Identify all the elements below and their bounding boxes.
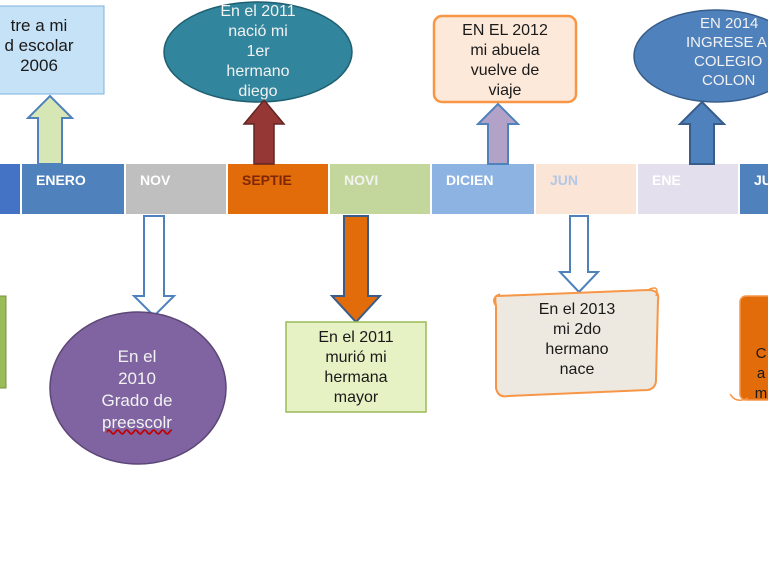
timeline-segment-ene: ENE [638,164,738,214]
timeline-segment-septie: SEPTIE [228,164,328,214]
timeline-segment-novi: NOVI [330,164,430,214]
arrow-enero [25,94,75,165]
event-box-enero [0,5,105,95]
timeline-segment-nov: NOV [126,164,226,214]
event-box-dicien [432,14,578,104]
event-text-dicien: EN EL 2012 mi abuela vuelve de viaje [462,22,548,99]
event-text-novi: En el 2011 murió mi hermana mayor [318,329,394,406]
arrow-nov [131,215,177,318]
arrow-dicien [475,102,521,165]
event-oval-ene [633,9,768,103]
event-text-enero: tre a mi d escolar 2006 [4,16,74,75]
arrow-jun [557,215,601,294]
event-box-novi [285,321,427,413]
timeline-segment-dicien: DICIEN [432,164,534,214]
event-text-nov: En el 2010 Grado de preescolr [101,347,173,432]
event-oval-septie [163,1,353,103]
event-scroll-jun [494,288,660,398]
event-scroll-ju [739,295,768,401]
timeline-segment-jun: JUN [536,164,636,214]
event-text-ju: C a m [754,345,768,402]
timeline-segment-ju: JU [740,164,768,214]
event-text-ene: EN 2014 INGRESE A COLEGIO COLON [686,15,767,89]
arrow-novi [329,215,383,324]
event-text-septie: En el 2011 nació mi 1er hermano diego [220,3,296,100]
event-circle-nov [49,311,227,465]
timeline-segment-start [0,164,20,214]
arrow-ene [677,100,727,165]
event-text-jun: En el 2013 mi 2do hermano nace [538,301,616,378]
event-box-left [0,295,7,389]
arrow-septie [242,98,286,165]
timeline-segment-enero: ENERO [22,164,124,214]
